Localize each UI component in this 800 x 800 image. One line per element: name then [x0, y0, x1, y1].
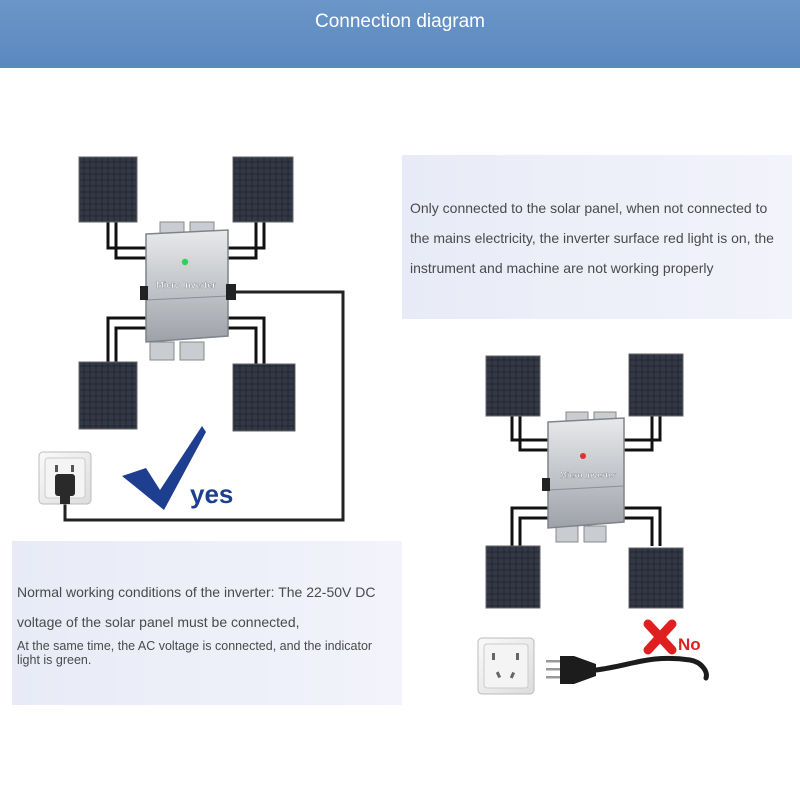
solar-panel: [485, 545, 541, 609]
right-dc-cables: [510, 416, 662, 546]
micro-inverter: Micro Inverter: [140, 221, 236, 361]
status-light-red: [580, 453, 586, 459]
solar-panel: [628, 353, 684, 417]
solar-panel: [232, 156, 294, 223]
micro-inverter: Micro Inverter: [542, 411, 625, 543]
note-no-mains-text: Only connected to the solar panel, when …: [410, 200, 774, 276]
status-light-green: [181, 258, 189, 266]
inverter-label: Micro Inverter: [560, 470, 617, 480]
note-normal-line2: At the same time, the AC voltage is conn…: [17, 639, 373, 667]
header-banner: Connection diagram: [0, 0, 800, 68]
note-normal-line1: Normal working conditions of the inverte…: [17, 584, 376, 630]
solar-panel: [78, 156, 138, 223]
right-diagram: Micro Inverter No: [477, 353, 709, 695]
solar-panel: [628, 547, 684, 609]
wall-socket: [477, 637, 535, 695]
checkmark-icon: [122, 426, 206, 510]
cross-icon: [643, 619, 677, 655]
inverter-label: Micro Inverter: [156, 280, 216, 290]
solar-panel: [485, 355, 541, 417]
no-label: No: [678, 635, 701, 654]
solar-panel: [78, 361, 138, 430]
power-plug-unplugged: [546, 655, 709, 684]
solar-panel: [232, 363, 296, 432]
left-ac-cable: [63, 290, 345, 522]
page-title: Connection diagram: [314, 11, 486, 32]
left-diagram: Micro Inverter yes: [38, 156, 345, 522]
note-no-mains-box: Only connected to the solar panel, when …: [402, 155, 792, 319]
note-normal-box: Normal working conditions of the inverte…: [12, 541, 402, 705]
yes-label: yes: [190, 479, 233, 509]
power-plug: [55, 474, 75, 504]
